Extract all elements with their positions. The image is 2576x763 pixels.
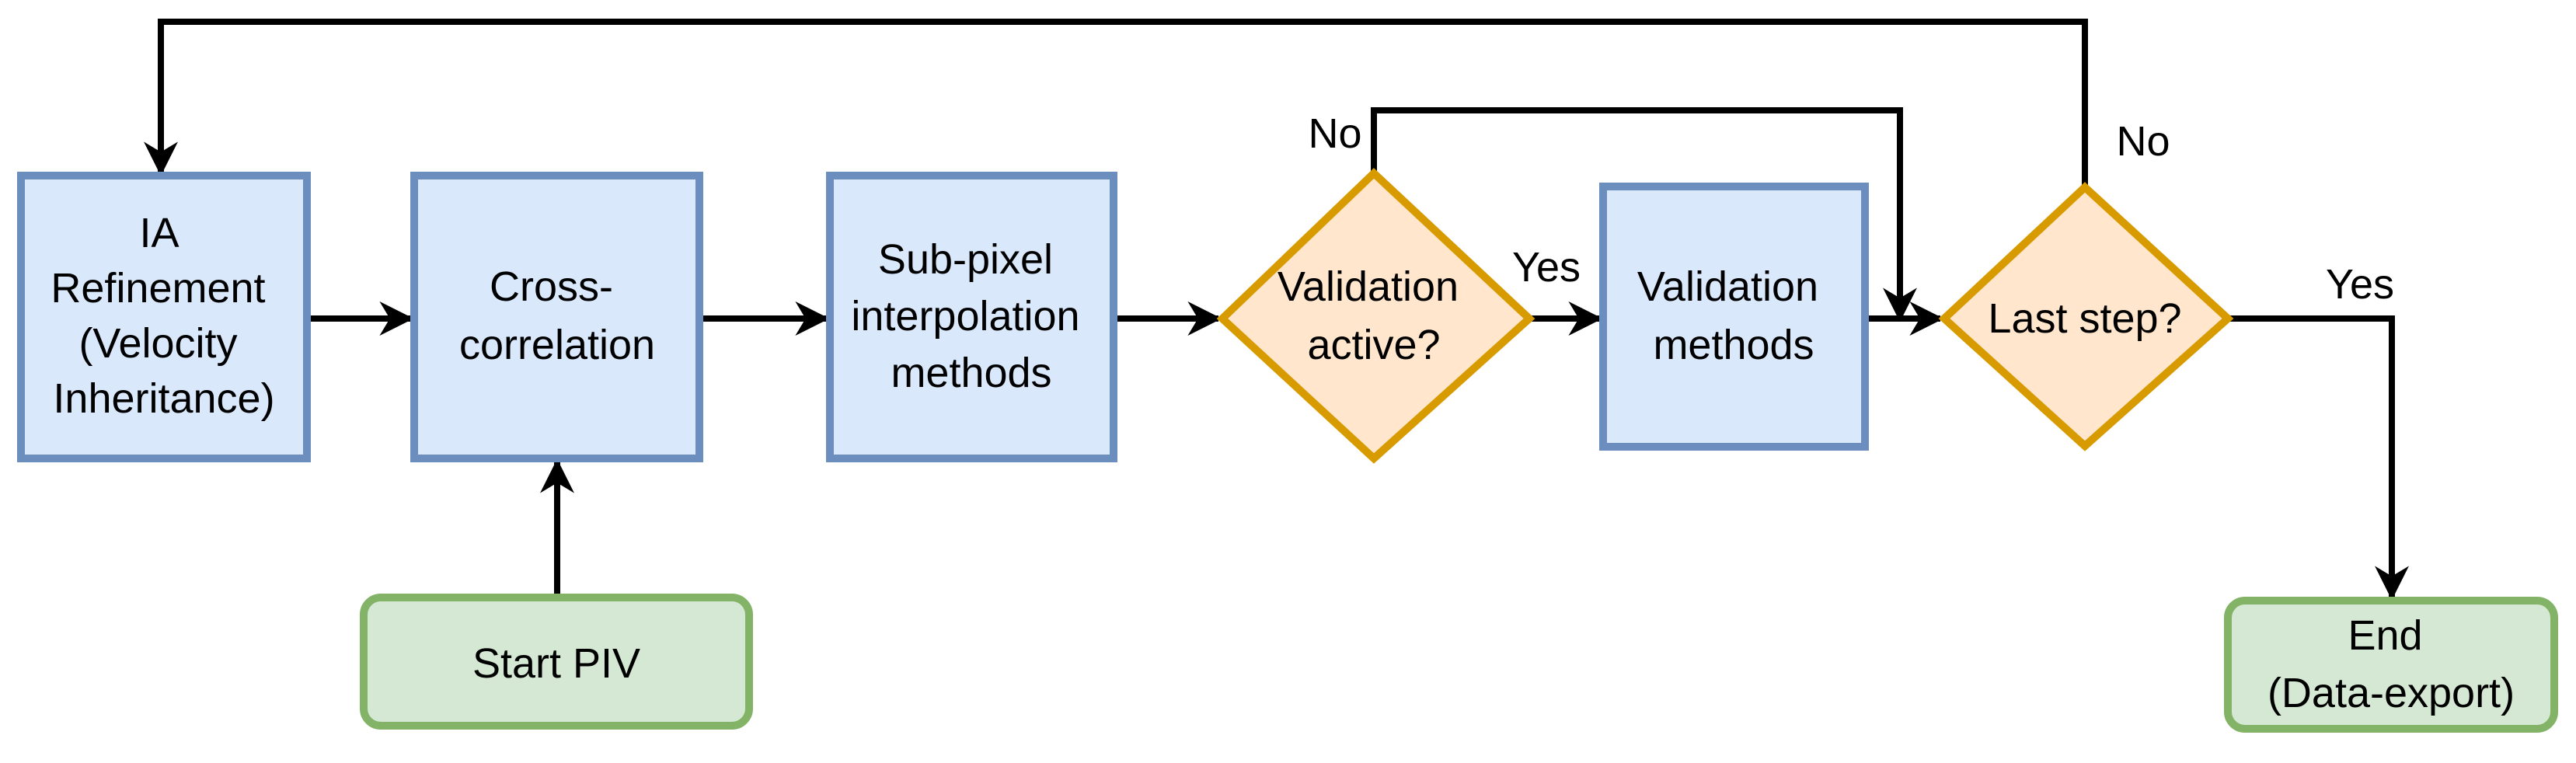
start-piv-label: Start PIV	[472, 640, 640, 687]
ia-refinement-box	[17, 172, 311, 462]
ia-refinement-line-1: IA	[139, 210, 179, 256]
edge-label-last-step-yes: Yes	[2326, 261, 2394, 308]
end-line-2: (Data-export)	[2268, 670, 2515, 716]
node-end: End (Data-export)	[2224, 597, 2558, 733]
validation-active-line-2: active?	[1307, 322, 1440, 368]
validation-active-diamond	[1216, 168, 1535, 464]
end-line-1: End	[2348, 612, 2422, 659]
ia-refinement-line-2: Refinement	[51, 265, 265, 312]
svg-text:Last step?: Last step?	[1988, 295, 2181, 342]
end-box	[2224, 597, 2558, 733]
validation-methods-box	[1599, 183, 1869, 451]
last-step-line-1: Last step?	[1988, 295, 2181, 342]
subpixel-box	[826, 172, 1117, 462]
edge-label-last-step-no: No	[2116, 118, 2170, 165]
edge-last-step-no-loop	[144, 19, 2088, 187]
subpixel-line-1: Sub-pixel	[878, 236, 1053, 283]
node-ia-refinement: IA Refinement (Velocity Inheritance)	[17, 172, 311, 462]
last-step-diamond	[1938, 182, 2234, 451]
node-subpixel-interpolation: Sub-pixel interpolation methods	[826, 172, 1117, 462]
subpixel-line-3: methods	[891, 350, 1051, 396]
node-validation-methods: Validation methods	[1599, 183, 1869, 451]
edge-label-validation-no: No	[1308, 110, 1361, 157]
edge-label-validation-yes: Yes	[1512, 244, 1581, 291]
validation-active-line-1: Validation	[1278, 263, 1459, 310]
node-cross-correlation: Cross- correlation	[410, 172, 703, 462]
cross-correlation-box	[410, 172, 703, 462]
edge-validation-no	[1371, 107, 1917, 322]
svg-text:Start PIV: Start PIV	[472, 640, 640, 687]
svg-text:Cross- correlation: Cross- correlation	[459, 263, 655, 368]
ia-refinement-line-3: (Velocity	[78, 320, 237, 367]
node-start-piv: Start PIV	[360, 594, 753, 730]
svg-text:Sub-pixel interpolation: Sub-pixel interpolation methods	[851, 236, 1091, 396]
validation-methods-line-1: Validation	[1637, 263, 1818, 310]
node-validation-active: Validation active?	[1216, 168, 1535, 464]
validation-methods-line-2: methods	[1653, 322, 1814, 368]
svg-text:IA Refinement (Vel: IA Refinement (Velocity Inheritance)	[51, 210, 277, 422]
edge-last-step-yes	[2228, 315, 2409, 601]
svg-text:Validation methods: Validation methods	[1637, 263, 1830, 368]
edges	[144, 19, 2409, 601]
subpixel-line-2: interpolation	[851, 293, 1079, 340]
start-piv-box	[360, 594, 753, 730]
node-last-step: Last step?	[1938, 182, 2234, 451]
cross-correlation-line-1: Cross-	[490, 263, 613, 310]
cross-correlation-line-2: correlation	[459, 322, 655, 368]
svg-text:Validation active?: Validation active?	[1278, 263, 1470, 368]
ia-refinement-line-4: Inheritance)	[53, 375, 274, 422]
svg-text:End (Data-export): End (Data-export)	[2268, 612, 2515, 716]
